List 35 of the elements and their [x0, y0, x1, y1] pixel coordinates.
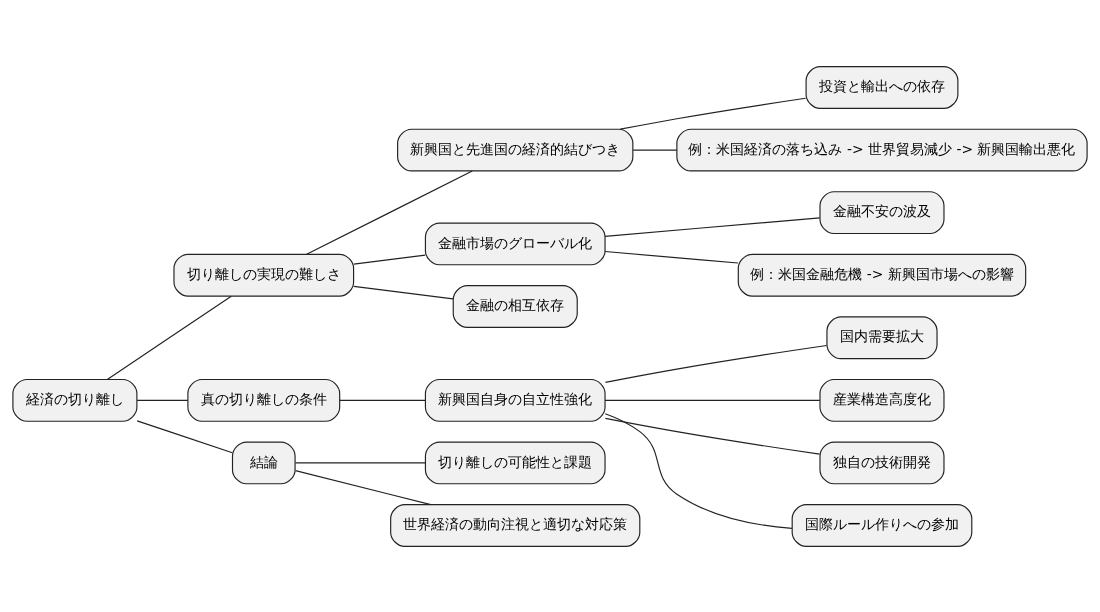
- node-box: 国際ルール作りへの参加: [791, 503, 973, 547]
- connector: [604, 250, 739, 264]
- node-box: 世界経済の動向注視と適切な対応策: [390, 503, 641, 547]
- connector: [136, 399, 189, 401]
- connector: [136, 419, 233, 453]
- connector: [294, 469, 432, 505]
- node-box: 独自の技術開発: [819, 441, 945, 484]
- node-box: 経済の切り離し: [12, 378, 138, 422]
- connector: [306, 170, 473, 255]
- connector: [604, 417, 821, 455]
- node-box: 切り離しの可能性と課題: [424, 441, 606, 484]
- node-box: 産業構造高度化: [819, 378, 945, 422]
- node-box: 国内需要拡大: [826, 315, 938, 359]
- node-box: 例：米国金融危機 -> 新興国市場への影響: [737, 253, 1027, 297]
- connector: [604, 344, 828, 383]
- connector: [353, 254, 426, 265]
- connector: [353, 285, 454, 299]
- connector: [339, 399, 426, 401]
- connector: [106, 295, 232, 380]
- node-box: 新興国自身の自立性強化: [424, 378, 606, 422]
- connector: [632, 149, 678, 151]
- node-box: 金融市場のグローバル化: [424, 222, 606, 265]
- node-box: 切り離しの実現の難しさ: [173, 253, 355, 297]
- connector: [604, 216, 821, 237]
- node-box: 新興国と先進国の経済的結びつき: [397, 128, 634, 171]
- connector: [604, 412, 793, 529]
- node-box: 金融不安の波及: [819, 190, 945, 234]
- connector: [294, 461, 426, 463]
- connector: [619, 97, 807, 130]
- node-box: 金融の相互依存: [452, 284, 578, 328]
- node-box: 結論: [231, 441, 296, 484]
- connector: [604, 399, 821, 401]
- node-box: 例：米国経済の落ち込み -> 世界貿易減少 -> 新興国輸出悪化: [676, 128, 1088, 171]
- node-box: 投資と輸出への依存: [805, 65, 959, 109]
- node-box: 真の切り離しの条件: [187, 378, 341, 422]
